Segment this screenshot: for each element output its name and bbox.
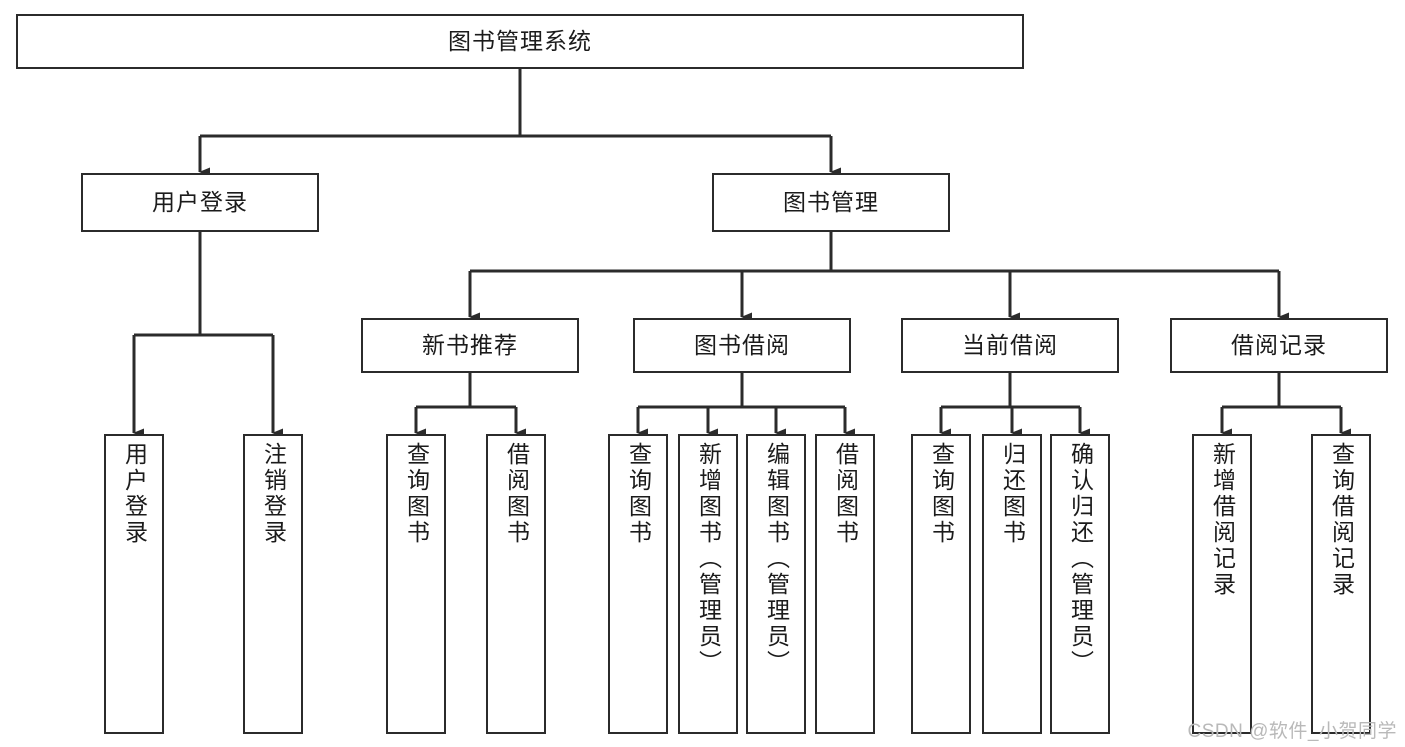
node-label-bw-borrow: 借阅图书 [832,442,859,546]
node-label-rc-query: 查询借阅记录 [1328,442,1355,598]
node-label-bw-query: 查询图书 [625,442,652,546]
node-label-cr-confirm: 确认归还（管理员） [1067,442,1094,676]
node-userlogin[interactable]: 用户登录 [104,434,164,734]
node-rc-add[interactable]: 新增借阅记录 [1192,434,1252,734]
node-cr-return[interactable]: 归还图书 [982,434,1042,734]
node-nb-query[interactable]: 查询图书 [386,434,446,734]
node-label-bw-add: 新增图书（管理员） [695,442,722,676]
node-label-cr-query: 查询图书 [928,442,955,546]
node-root[interactable]: 图书管理系统 [16,14,1024,69]
node-records[interactable]: 借阅记录 [1170,318,1388,373]
node-label-nb-borrow: 借阅图书 [503,442,530,546]
node-label-bookmgmt: 图书管理 [783,188,879,215]
node-bw-query[interactable]: 查询图书 [608,434,668,734]
node-label-login: 用户登录 [152,188,248,215]
node-label-current: 当前借阅 [962,331,1058,358]
node-label-userlogin: 用户登录 [121,442,148,546]
node-label-nb-query: 查询图书 [403,442,430,546]
node-label-records: 借阅记录 [1231,331,1327,358]
node-label-newbook: 新书推荐 [422,331,518,358]
node-nb-borrow[interactable]: 借阅图书 [486,434,546,734]
node-login[interactable]: 用户登录 [81,173,319,232]
node-newbook[interactable]: 新书推荐 [361,318,579,373]
node-label-cr-return: 归还图书 [999,442,1026,546]
node-label-rc-add: 新增借阅记录 [1209,442,1236,598]
node-borrow[interactable]: 图书借阅 [633,318,851,373]
node-bw-borrow[interactable]: 借阅图书 [815,434,875,734]
node-bw-add[interactable]: 新增图书（管理员） [678,434,738,734]
node-cr-confirm[interactable]: 确认归还（管理员） [1050,434,1110,734]
node-label-userlogout: 注销登录 [260,442,287,546]
node-label-bw-edit: 编辑图书（管理员） [763,442,790,676]
node-rc-query[interactable]: 查询借阅记录 [1311,434,1371,734]
node-bookmgmt[interactable]: 图书管理 [712,173,950,232]
node-bw-edit[interactable]: 编辑图书（管理员） [746,434,806,734]
watermark-label: CSDN @软件_小贺同学 [1187,721,1397,742]
node-label-borrow: 图书借阅 [694,331,790,358]
node-cr-query[interactable]: 查询图书 [911,434,971,734]
node-current[interactable]: 当前借阅 [901,318,1119,373]
node-userlogout[interactable]: 注销登录 [243,434,303,734]
node-label-root: 图书管理系统 [448,27,592,54]
edge-group [132,69,1351,438]
